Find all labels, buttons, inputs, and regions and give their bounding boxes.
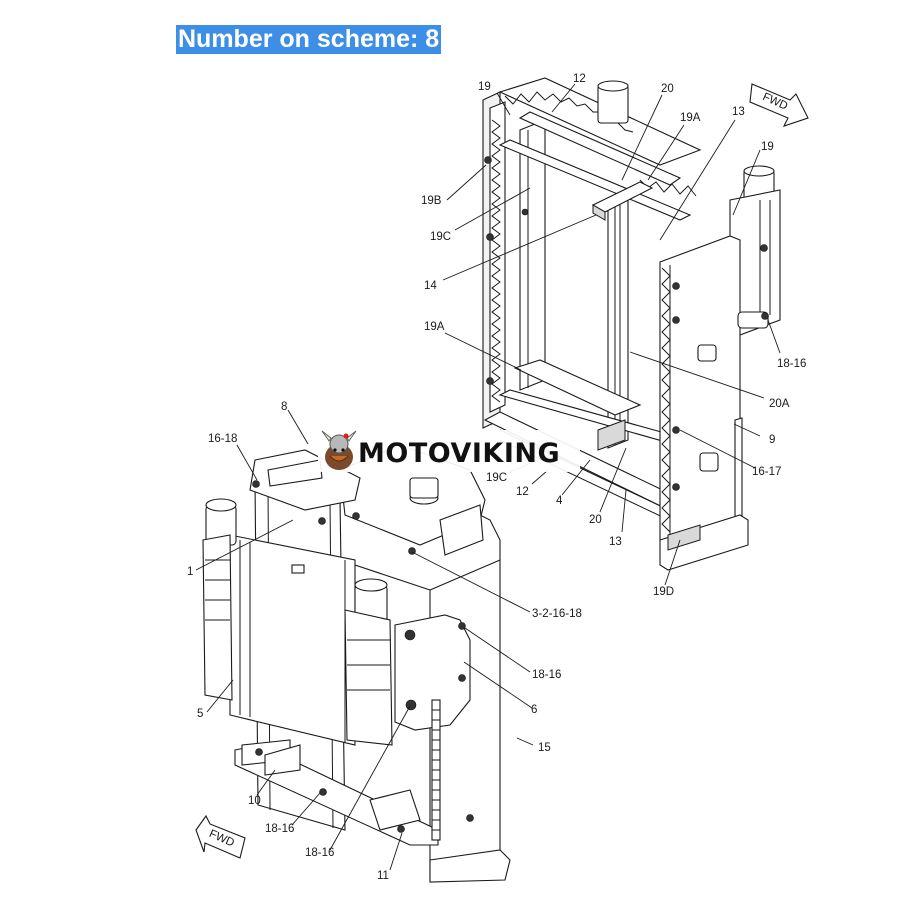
label-5: 5 bbox=[197, 708, 203, 720]
fwd-arrow-bottom: FWD bbox=[195, 814, 246, 859]
leader-lines bbox=[195, 83, 781, 871]
label-19A-mid: 19A bbox=[424, 321, 445, 333]
label-18-16-right: 18-16 bbox=[777, 358, 806, 370]
label-20A: 20A bbox=[769, 398, 790, 410]
label-3-2-16-18: 3-2-16-18 bbox=[532, 608, 582, 620]
label-20-bottom: 20 bbox=[589, 514, 602, 526]
fwd-arrow-top: FWD bbox=[749, 83, 809, 127]
label-19-top-right: 19 bbox=[761, 141, 774, 153]
label-8: 8 bbox=[281, 401, 287, 413]
motoviking-watermark: MOTOVIKING bbox=[318, 430, 580, 472]
scheme-number-banner: Number on scheme: 8 bbox=[176, 25, 442, 54]
label-9: 9 bbox=[769, 434, 775, 446]
label-20-top: 20 bbox=[661, 83, 674, 95]
label-18-16-b: 18-16 bbox=[265, 823, 294, 835]
label-16-18: 16-18 bbox=[208, 433, 237, 445]
label-18-16-c: 18-16 bbox=[305, 847, 334, 859]
label-19D: 19D bbox=[653, 586, 674, 598]
label-10: 10 bbox=[248, 795, 261, 807]
viking-mascot-icon bbox=[321, 430, 357, 470]
label-19A-top: 19A bbox=[680, 112, 701, 124]
label-6: 6 bbox=[531, 704, 537, 716]
label-13-bottom: 13 bbox=[609, 536, 622, 548]
label-19B: 19B bbox=[421, 195, 442, 207]
label-4: 4 bbox=[556, 495, 563, 507]
watermark-brand-text: MOTOVIKING bbox=[358, 438, 560, 469]
part-labels-bottom: 8 16-18 1 3-2-16-18 18-16 6 5 15 10 18-1… bbox=[187, 401, 582, 882]
label-11: 11 bbox=[377, 870, 389, 882]
label-12-top: 12 bbox=[573, 73, 586, 85]
label-14: 14 bbox=[424, 280, 437, 292]
label-19-top-left: 19 bbox=[478, 81, 491, 93]
label-12-bottom: 12 bbox=[516, 486, 529, 498]
oil-cooler-assembly bbox=[202, 444, 511, 883]
label-13-top: 13 bbox=[732, 106, 745, 118]
label-15: 15 bbox=[538, 742, 551, 754]
label-19C-top: 19C bbox=[430, 231, 451, 243]
label-16-17: 16-17 bbox=[752, 466, 781, 478]
label-18-16-a: 18-16 bbox=[532, 669, 561, 681]
part-labels-top: 19 12 20 19A 13 19 19B 19C 14 19A 18-16 … bbox=[421, 73, 806, 598]
radiator-frame-assembly bbox=[482, 77, 781, 571]
label-19C-bottom: 19C bbox=[486, 472, 507, 484]
label-1: 1 bbox=[187, 566, 193, 578]
